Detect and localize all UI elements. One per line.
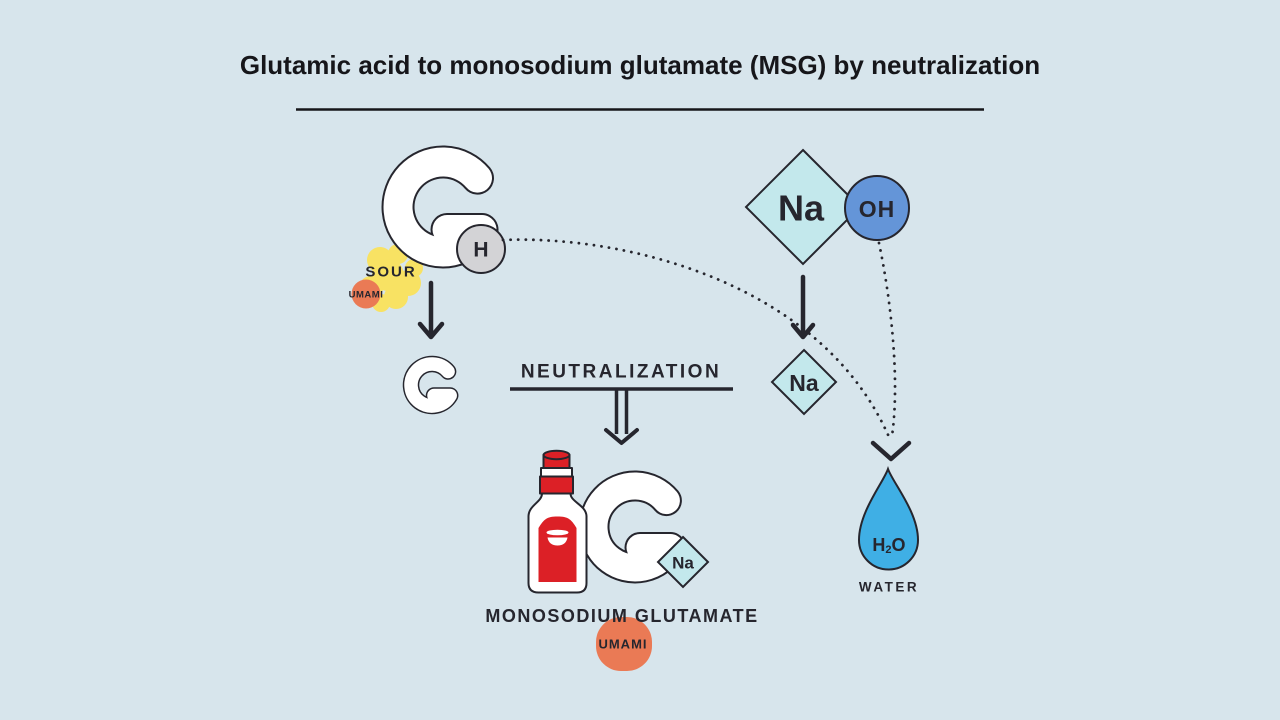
msg-sodium-diamond (656, 535, 710, 589)
hydrogen-circle (456, 224, 506, 274)
dotted-arrowhead (870, 440, 912, 462)
water-formula: H2O (872, 535, 905, 556)
neutralization-arrow-shaft (614, 390, 629, 434)
msg-umami-label: UMAMI (598, 637, 647, 652)
dotted-path-hydrogen (501, 238, 891, 439)
sodium-diamond (744, 148, 862, 266)
msg-caption: MONOSODIUM GLUTAMATE (485, 606, 758, 626)
water-drop-icon (857, 466, 920, 571)
neutralization-label: NEUTRALIZATION (521, 362, 721, 383)
hydrogen-label: H (473, 239, 488, 262)
arrow-down-sodium (790, 274, 816, 340)
sodium-ion-label: Na (789, 370, 819, 396)
water-label: WATER (859, 580, 919, 595)
msg-g-icon (578, 470, 686, 584)
msg-umami-badge (596, 617, 652, 671)
neutralization-arrowhead (604, 428, 639, 445)
umami-badge (351, 279, 381, 309)
arrow-down-glutamic (417, 280, 445, 340)
sauce-bottle-icon (527, 449, 588, 594)
hydroxide-label: OH (859, 196, 896, 222)
water-formula-h: H (872, 535, 885, 555)
glutamate-ion-g-icon (402, 355, 459, 415)
sour-label: SOUR (365, 264, 416, 281)
sodium-label: Na (778, 188, 825, 229)
dotted-path-hydroxide (877, 241, 897, 438)
umami-label: UMAMI (349, 290, 384, 301)
sodium-ion-diamond (770, 348, 838, 416)
hydroxide-circle (844, 175, 910, 241)
water-formula-sub: 2 (885, 544, 891, 556)
water-formula-o: O (892, 535, 906, 555)
page-title: Glutamic acid to monosodium glutamate (M… (240, 50, 1040, 80)
msg-sodium-label: Na (672, 554, 694, 573)
